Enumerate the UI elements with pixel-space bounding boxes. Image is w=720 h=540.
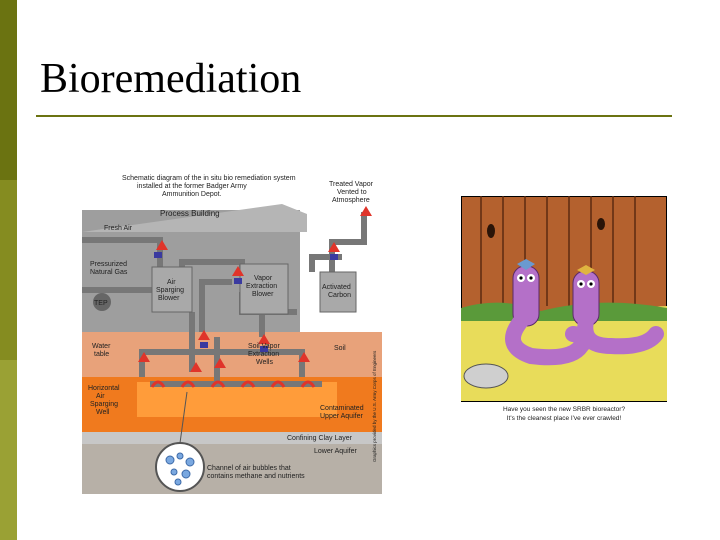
contaminated-aquifer-line-1: Contaminated: [320, 405, 364, 412]
soil-label: Soil: [334, 345, 346, 352]
vapor-extraction-line-2: Extraction: [246, 283, 277, 290]
channel-note-line-2: contains methane and nutrients: [207, 473, 305, 480]
caption-line-2: installed at the former Badger Army: [137, 183, 247, 190]
caption-line-3: Ammunition Depot.: [162, 191, 222, 198]
water-table-line-2: table: [94, 351, 109, 358]
pressurized-gas-line-2: Natural Gas: [90, 269, 128, 276]
horizontal-well-line-4: Well: [96, 409, 110, 416]
vapor-extraction-line-1: Vapor: [254, 275, 273, 282]
fresh-air-label: Fresh Air: [104, 225, 133, 232]
bioremediation-schematic: Schematic diagram of the in situ bio rem…: [82, 172, 382, 494]
activated-carbon-line-2: Carbon: [328, 292, 351, 299]
caption-line-1: Schematic diagram of the in situ bio rem…: [122, 175, 296, 182]
treated-vapor-line-2: Vented to: [337, 189, 367, 196]
slide-title: Bioremediation: [40, 58, 301, 100]
confining-clay-label: Confining Clay Layer: [287, 435, 353, 442]
process-building-label: Process Building: [160, 209, 220, 218]
accent-band-middle: [0, 180, 17, 360]
soil-vapor-line-3: Wells: [256, 359, 273, 366]
air-sparging-line-3: Blower: [158, 295, 180, 302]
worm-cartoon: Have you seen the new SRBR bioreactor? I…: [461, 196, 667, 426]
contaminated-aquifer-line-2: Upper Aquifer: [320, 413, 363, 420]
accent-band-bottom: [0, 360, 17, 540]
air-sparging-line-1: Air: [167, 279, 176, 286]
vapor-extraction-line-3: Blower: [252, 291, 274, 298]
horizontal-well-line-1: Horizontal: [88, 385, 120, 392]
accent-band-top: [0, 0, 17, 180]
cartoon-caption-line-2: It's the cleanest place I've ever crawle…: [507, 415, 622, 422]
tep-label: TEP: [94, 300, 108, 307]
horizontal-well-line-3: Sparging: [90, 401, 118, 408]
title-underline: [36, 115, 672, 117]
graphics-credit: Graphics provided by the U.S. Army Corps…: [372, 350, 377, 462]
horizontal-well-line-2: Air: [96, 393, 105, 400]
cartoon-caption-line-1: Have you seen the new SRBR bioreactor?: [503, 406, 626, 413]
activated-carbon-line-1: Activated: [322, 284, 351, 291]
treated-vapor-line-1: Treated Vapor: [329, 181, 374, 188]
soil-vapor-line-1: Soil Vapor: [248, 343, 280, 350]
lower-aquifer-label: Lower Aquifer: [314, 448, 357, 455]
treated-vapor-line-3: Atmosphere: [332, 197, 370, 204]
water-table-line-1: Water: [92, 343, 111, 350]
soil-vapor-line-2: Extraction: [248, 351, 279, 358]
channel-note-line-1: Channel of air bubbles that: [207, 465, 291, 472]
air-sparging-line-2: Sparging: [156, 287, 184, 294]
pressurized-gas-line-1: Pressurized: [90, 261, 127, 268]
